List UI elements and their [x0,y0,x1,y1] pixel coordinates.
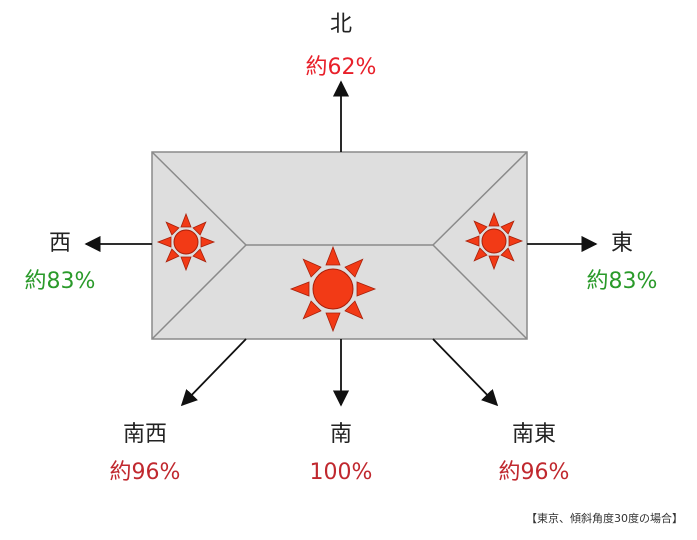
sun-disc [312,268,354,310]
condition-note: 【東京、傾斜角度30度の場合】 [526,512,683,525]
sun-ray [156,236,172,248]
roof [151,151,528,340]
sun-ray [488,255,500,271]
direction-label-southwest: 南西 [122,422,168,447]
sun-ray [473,220,488,235]
direction-label-east: 東 [610,231,634,256]
sun-ray [344,300,364,320]
sun-ray [325,245,341,266]
sun-ray [500,220,515,235]
arrow-southwest [180,338,247,407]
sun-ray [473,247,488,262]
sun-icon-east [464,211,524,271]
sun-ray [192,248,207,263]
roof-hip-nw [151,151,247,246]
sun-ray [192,221,207,236]
sun-icon-west [156,212,216,272]
sun-ray [488,211,500,227]
sun-ray [500,247,515,262]
sun-icon-south [289,245,377,333]
sun-ray [356,281,377,297]
sun-disc [481,228,507,254]
percentage-southwest: 約96% [109,460,181,485]
sun-ray [200,236,216,248]
percentage-west: 約83% [24,269,96,294]
percentage-north: 約62% [305,55,377,80]
sun-ray [325,312,341,333]
sun-ray [302,258,322,278]
direction-arrows [84,80,598,407]
sun-ray [180,212,192,228]
sun-ray [165,221,180,236]
direction-label-north: 北 [329,12,353,37]
arrow-southeast [432,338,499,407]
direction-label-southeast: 南東 [511,422,557,447]
sun-disc [173,229,199,255]
percentage-southeast: 約96% [498,460,570,485]
sun-ray [344,258,364,278]
sun-ray [289,281,310,297]
direction-label-west: 西 [48,231,72,256]
sun-ray [165,248,180,263]
sun-ray [302,300,322,320]
sun-ray [464,235,480,247]
roof-hip-sw [151,244,247,340]
roof-hip-ne [432,151,528,246]
sun-ray [180,256,192,272]
direction-label-south: 南 [329,422,353,447]
sun-ray [508,235,524,247]
percentage-south: 100% [309,460,373,485]
percentage-east: 約83% [586,269,658,294]
roof-hip-se [432,244,528,340]
